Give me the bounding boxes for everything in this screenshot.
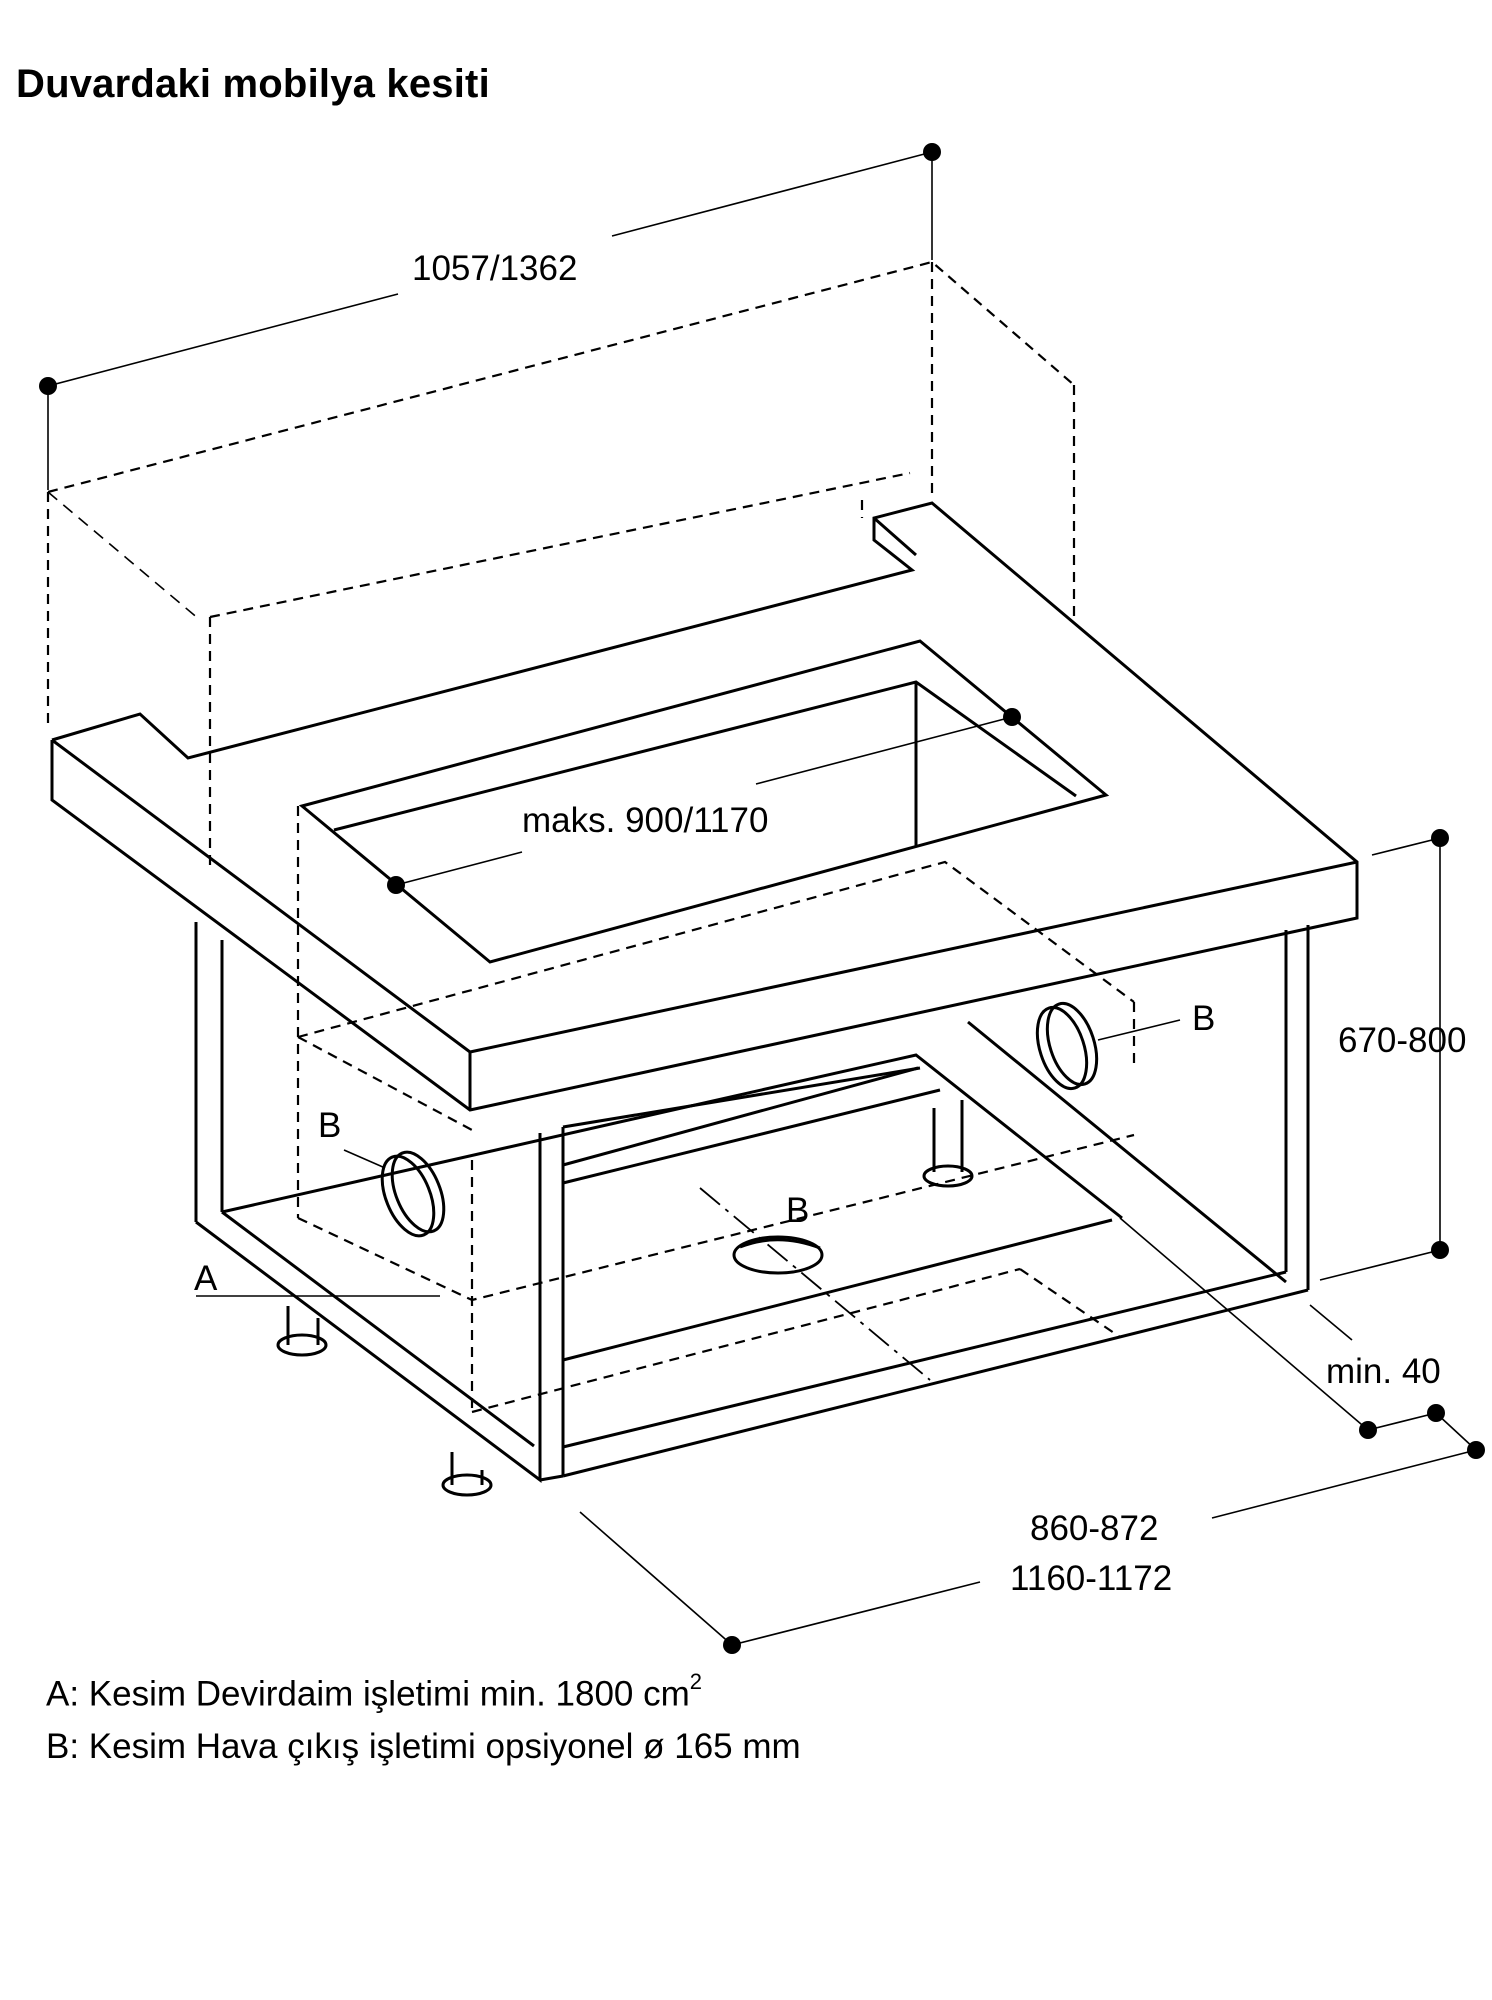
wall-outline-dashed	[46, 260, 1076, 865]
legend-b: B: Kesim Hava çıkış işletimi opsiyonel ø…	[46, 1721, 801, 1773]
dimension-lines	[47, 151, 1477, 1646]
dim-dot	[1431, 1241, 1449, 1259]
dim-dot	[1359, 1421, 1377, 1439]
dim-dot	[1431, 829, 1449, 847]
foot-back	[922, 1100, 974, 1188]
dimension-endpoints	[39, 143, 1485, 1654]
dim-depth-1-label: 860-872	[1030, 1509, 1158, 1548]
opening-b-right	[1035, 1001, 1099, 1091]
dim-rear-gap-label: min. 40	[1326, 1352, 1441, 1391]
legend-a-text: A: Kesim Devirdaim işletimi min. 1800 cm	[46, 1674, 690, 1714]
label-b-right: B	[1192, 999, 1215, 1038]
label-b-bottom: B	[786, 1191, 809, 1230]
worktop	[50, 501, 1359, 1112]
opening-b-left	[380, 1150, 446, 1238]
label-a: A	[194, 1259, 218, 1298]
dim-dot	[1427, 1404, 1445, 1422]
dim-dot	[1003, 708, 1021, 726]
foot-front	[441, 1452, 493, 1497]
foot-left	[276, 1306, 328, 1357]
dim-cutout-label: maks. 900/1170	[522, 801, 768, 840]
label-b-left: B	[318, 1106, 341, 1145]
legend-a-superscript: 2	[689, 1669, 703, 1694]
cabinet-frame	[194, 922, 1310, 1483]
dim-dot	[723, 1636, 741, 1654]
legend: A: Kesim Devirdaim işletimi min. 1800 cm…	[46, 1660, 801, 1773]
dim-dot	[39, 377, 57, 395]
dim-height-label: 670-800	[1338, 1021, 1466, 1060]
legend-a: A: Kesim Devirdaim işletimi min. 1800 cm…	[46, 1660, 801, 1721]
legend-b-text: B: Kesim Hava çıkış işletimi opsiyonel ø…	[46, 1726, 801, 1766]
dim-dot	[923, 143, 941, 161]
dim-width-label: 1057/1362	[412, 249, 577, 288]
dim-depth-2-label: 1160-1172	[1010, 1559, 1172, 1598]
page-title: Duvardaki mobilya kesiti	[16, 62, 490, 106]
dim-dot	[1467, 1441, 1485, 1459]
dim-dot	[387, 876, 405, 894]
opening-b-bottom	[699, 1187, 931, 1381]
